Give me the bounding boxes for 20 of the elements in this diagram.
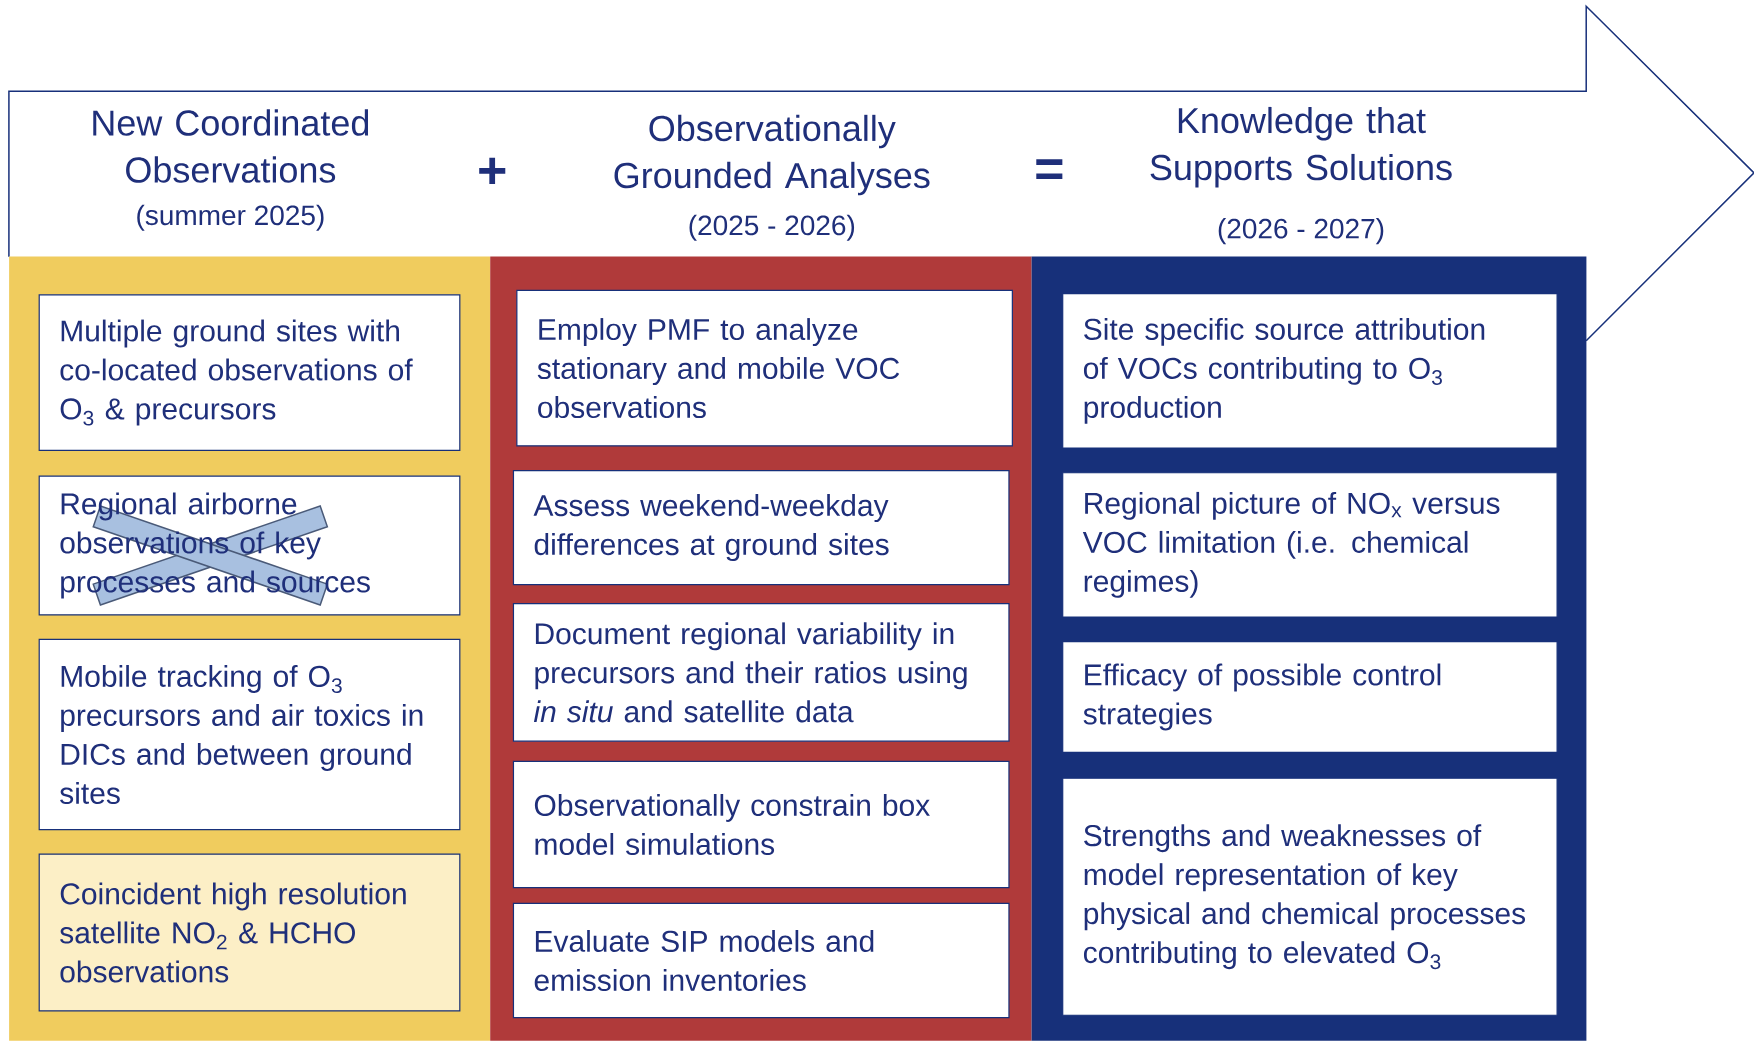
operator-sign: + bbox=[479, 157, 506, 185]
date-range: (summer 2025) bbox=[137, 204, 324, 231]
text-box: Multiple ground sites with co-located observations of O$_{3}$ & precursors bbox=[38, 294, 461, 451]
text-box: Site specific source attribution of VOCs contributing to O$_{3}$ production bbox=[1062, 293, 1558, 449]
column-heading: Observationally Grounded Analyses bbox=[614, 114, 930, 196]
date-range: (2026 - 2027) bbox=[1218, 218, 1384, 245]
text-box: Regional picture of NO$_{x}$ versus VOC limitation (i.e. chemical regimes) bbox=[1062, 472, 1558, 618]
text-box: Evaluate SIP models and emission inventories bbox=[512, 902, 1010, 1019]
date-range: (2025 - 2026) bbox=[689, 214, 855, 241]
column-heading: Knowledge that Supports Solutions bbox=[1150, 106, 1452, 188]
text-box: Employ PMF to analyze stationary and mobile VOC observations bbox=[516, 289, 1013, 447]
text-box: Observationally constrain box model simulations bbox=[512, 760, 1010, 889]
text-box: Coincident high resolution satellite NO$_{2}$ & HCHO observations bbox=[38, 853, 461, 1012]
text-box: Document regional variability in precursors and their ratios using in situ and satellite data bbox=[512, 603, 1010, 742]
text-box: Assess weekend-weekday differences at ground sites bbox=[512, 469, 1010, 586]
text-box: Efficacy of possible control strategies bbox=[1062, 641, 1558, 753]
column-heading: New Coordinated Observations bbox=[93, 109, 369, 183]
text-box: Mobile tracking of O$_{3}$ precursors and air toxics in DICs and between ground sites bbox=[38, 638, 461, 831]
text-box: Strengths and weaknesses of model representation of key physical and chemical processes contributing to elevated O$_{3}$ bbox=[1062, 777, 1558, 1016]
operator-sign: = bbox=[1036, 159, 1063, 179]
